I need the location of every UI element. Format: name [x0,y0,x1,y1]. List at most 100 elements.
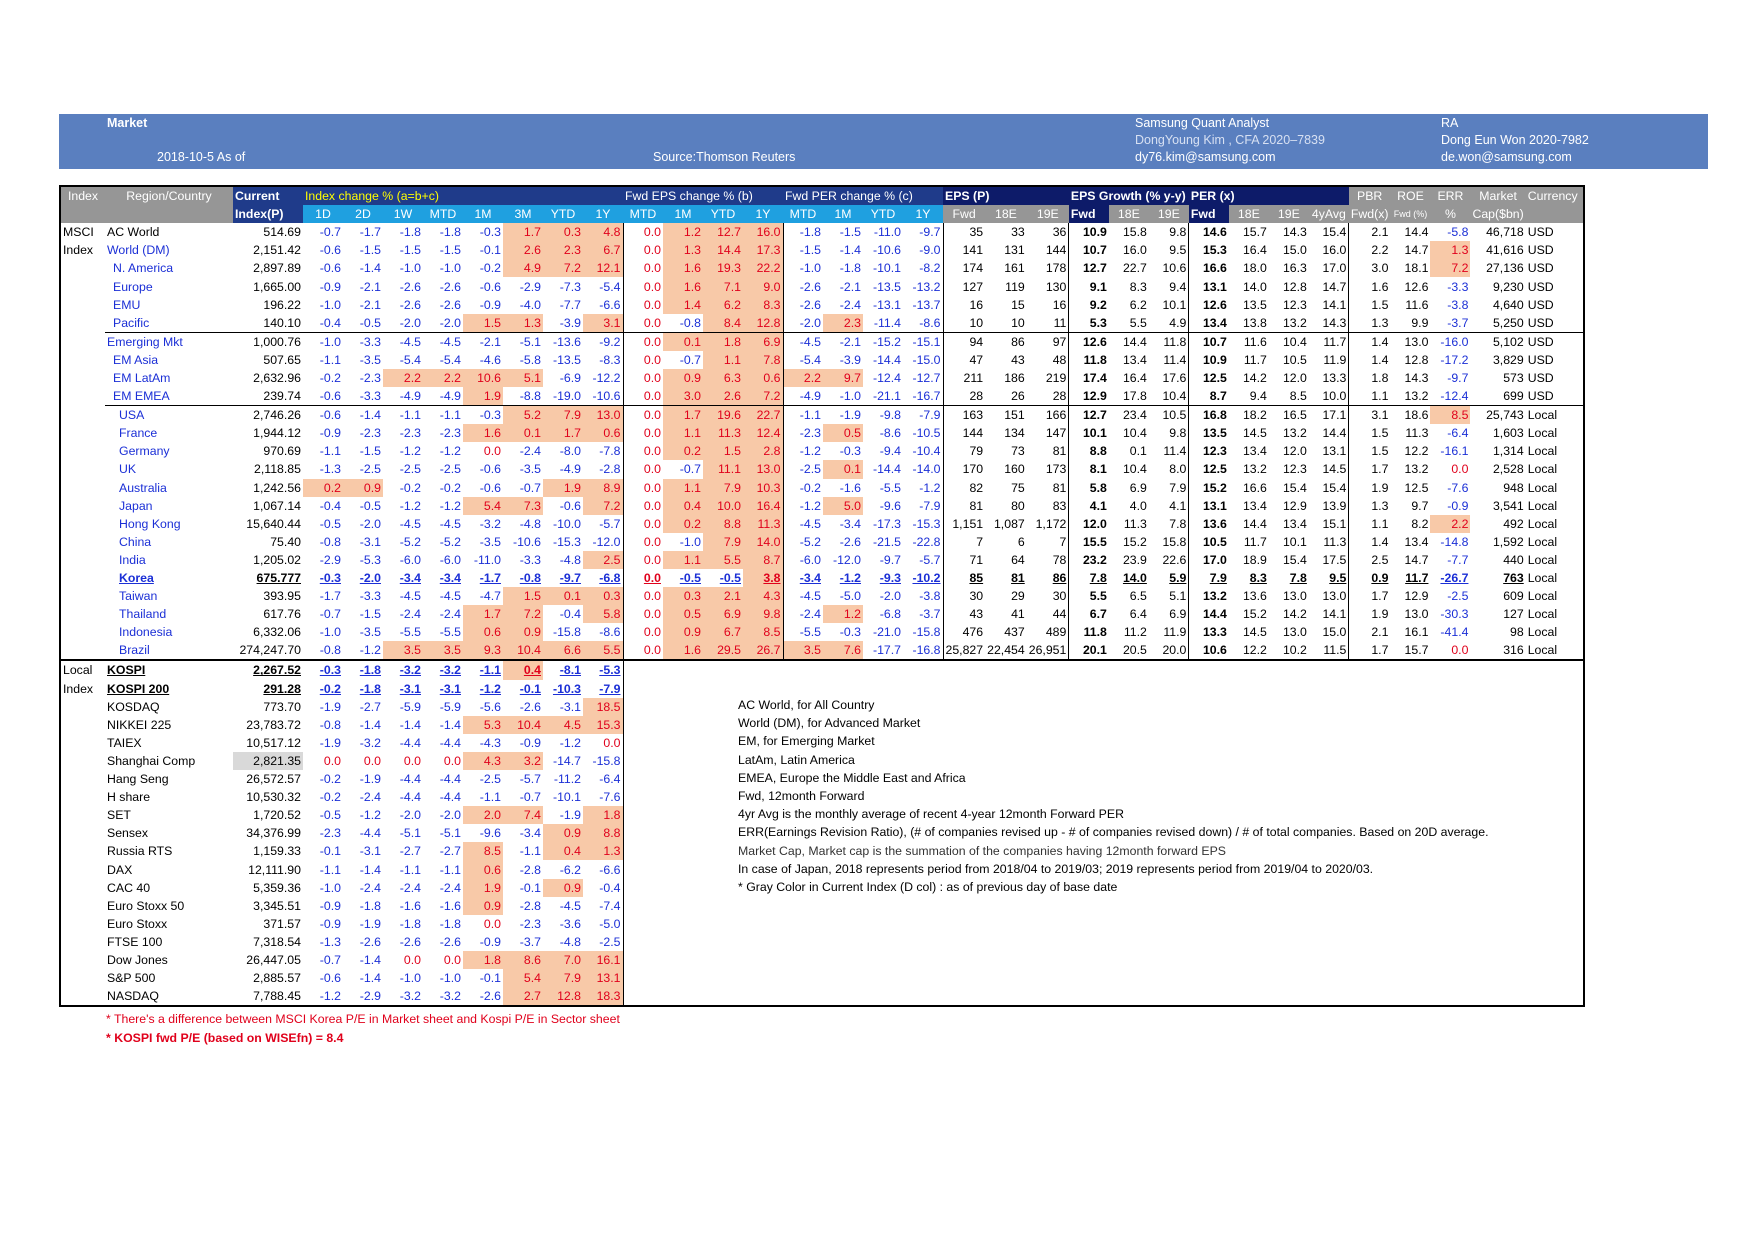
cell: 8.5 [463,842,503,861]
cell: 0.9 [543,824,583,843]
cell: 1,720.52 [253,808,301,823]
cell: -15.1 [903,331,943,351]
cell: 11.6 [1228,331,1269,351]
cell: -1.5 [439,243,461,258]
cell: 6.9 [743,331,783,351]
cell: -0.1 [479,971,501,986]
cell: 14.6 [1188,223,1229,242]
cell: -0.6 [479,279,501,294]
cell: -15.3 [552,534,581,549]
cell: -0.7 [319,225,341,240]
cell: -1.1 [319,862,341,877]
cell: 0.2 [303,478,343,497]
cell: 94 [942,331,986,351]
cell: -5.0 [839,589,861,604]
cell: -4.5 [439,516,461,531]
cell: 13.4 [1188,313,1229,333]
cell: -7.9 [919,498,941,513]
cell: 1.7 [463,605,503,624]
cell: -0.8 [319,534,341,549]
cell: -2.7 [399,844,421,859]
cell: 3,541 [1492,498,1524,513]
cell: 13.4 [1404,534,1429,549]
cell: 7.9 [543,405,583,425]
cell: 675.777 [256,571,301,586]
cell: 13.2 [1242,462,1267,477]
cell: 2,821.35 [233,751,303,770]
cell: 35 [942,223,986,242]
cell: 14.4 [1108,331,1149,351]
cell: 36 [1052,225,1067,240]
cell: USD [1527,370,1554,385]
cell: -0.7 [519,790,541,805]
analyst2-name: Dong Eun Won 2020-7982 [1441,133,1589,147]
cell: -3.3 [1447,279,1469,294]
cell: 33 [1011,225,1025,240]
cell: 7,318.54 [253,934,301,949]
cell: 617.76 [263,607,301,622]
col-region: Region/Country [105,186,233,206]
cell: 16.6 [1188,259,1229,278]
note-line: AC World, for All Country [738,698,875,712]
cell: 10.4 [503,641,543,661]
cell: -1.1 [782,405,823,425]
cell: 4.1 [1068,496,1109,515]
row-name: USA [105,405,233,425]
cell: 10.6 [1162,261,1187,276]
cell: 2.5 [583,550,623,569]
cell: -1.2 [782,442,823,461]
cell: -4.4 [399,735,421,750]
col-epsg-fwd: Fwd [1068,205,1109,224]
cell: 15.1 [1322,516,1347,531]
cell: 13.0 [743,460,783,479]
cell: 2,885.57 [253,971,301,986]
analyst2-email[interactable]: de.won@samsung.com [1441,150,1572,164]
cell: 13.2 [1404,462,1429,477]
cell: 8.3 [1129,279,1147,294]
cell: 11.4 [1163,352,1187,367]
cell: 507.65 [263,352,301,367]
cell: -19.0 [552,389,581,404]
cell: -6.8 [599,571,621,586]
cell: -3.8 [1447,297,1469,312]
cell: 5.4 [463,496,503,515]
cell: 1.9 [463,878,503,897]
cell: 0.0 [622,241,663,260]
cell: USD [1527,315,1554,330]
cell: 970.69 [263,444,301,459]
cell: 13.3 [1188,623,1229,642]
analyst1-email[interactable]: dy76.kim@samsung.com [1135,150,1276,164]
cell: -0.2 [399,480,421,495]
col-current: Current [233,186,303,206]
cell: 0.0 [622,387,663,406]
cell: 1.1 [703,350,743,369]
cell: -6.9 [559,370,581,385]
cell: 1.5 [503,587,543,606]
cell: 29.5 [703,641,743,661]
cell: 8.7 [1188,387,1229,406]
cell: 4.9 [503,259,543,278]
cell: 170 [942,460,986,479]
cell: 5.4 [503,969,543,988]
cell: -4.4 [439,772,461,787]
row-name: World (DM) [107,243,170,258]
cell: -2.6 [839,534,861,549]
cell: Local [1527,444,1558,459]
cell: -0.8 [519,571,541,586]
col-mktcap-sub: Cap($bn) [1470,205,1526,224]
cell: -4.8 [559,552,581,567]
cell: 0.1 [543,587,583,606]
cell: -5.5 [399,625,421,640]
cell: 489 [1045,625,1067,640]
cell: 11.5 [1323,643,1347,658]
cell: -4.8 [559,934,581,949]
row-group [60,716,105,734]
row-name: EM Asia [113,352,159,367]
cell: 7.2 [503,605,543,624]
cell: 9.5 [1169,243,1187,258]
cell: 141 [942,241,986,260]
cell: 174 [942,259,986,278]
cell: Local [1527,480,1558,495]
